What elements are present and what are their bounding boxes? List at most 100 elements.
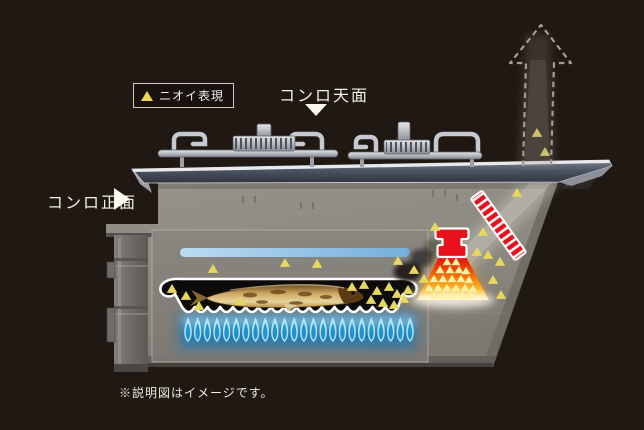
odor-triangle [207, 264, 219, 273]
grill-door-front [106, 224, 158, 372]
catalyst-device [434, 227, 470, 259]
gas-flame-core [311, 323, 316, 340]
gas-flame-core [224, 323, 229, 340]
gas-flame-core [359, 323, 364, 340]
odor-triangle [408, 265, 420, 274]
gas-flame-core [195, 323, 200, 340]
odor-triangle [442, 283, 452, 292]
exhaust-smoke [518, 34, 556, 166]
catalyst-glow [411, 257, 495, 308]
odor-triangle [391, 289, 403, 298]
heater-hatch-bar [470, 190, 527, 261]
door-handle-tab [106, 307, 116, 343]
gas-flame-core [330, 323, 336, 340]
odor-legend: ニオイ表現 [133, 83, 235, 108]
burner-cap [397, 121, 411, 143]
fish-fin [284, 304, 297, 312]
odor-triangle [234, 296, 246, 305]
odor-triangle [402, 285, 414, 294]
exhaust-arrow [508, 23, 573, 167]
odor-triangle [371, 286, 383, 295]
gas-flame-core [272, 323, 278, 340]
odor-triangle [365, 295, 377, 304]
odor-triangle [435, 265, 445, 274]
odor-triangle [398, 294, 410, 303]
odor-triangle [468, 284, 478, 293]
gas-flame-core [407, 323, 413, 340]
odor-triangle [487, 275, 499, 284]
odor-triangle [438, 274, 448, 283]
gas-flame-core [301, 323, 307, 340]
odor-triangle [193, 301, 205, 310]
gas-flame-core [185, 323, 191, 340]
odor-triangle [439, 291, 449, 300]
odor-triangle [383, 282, 395, 291]
disclaimer-note: ※説明図はイメージです。 [119, 386, 274, 400]
odor-triangle [429, 222, 441, 231]
gas-flame-core [262, 323, 268, 340]
odor-triangle [456, 274, 466, 283]
odor-triangle [464, 275, 474, 284]
odor-triangle [445, 265, 455, 274]
odor-triangle [457, 291, 467, 300]
odor-triangle [451, 283, 461, 292]
panel-marks [242, 190, 458, 209]
odor-triangle [424, 283, 434, 292]
odor-triangle [448, 291, 458, 300]
odor-triangle [346, 282, 358, 291]
gas-flame-core [388, 323, 393, 340]
odor-triangle [418, 274, 430, 283]
gas-flame-core [234, 323, 239, 340]
gas-flame-core [398, 323, 403, 340]
odor-triangles [166, 128, 551, 310]
stove-front-label: コンロ正面 [47, 193, 138, 212]
door-handle-tab [106, 261, 116, 279]
odor-triangle [377, 298, 389, 307]
odor-triangle [166, 284, 178, 293]
odor-triangle [471, 247, 483, 256]
upper-burner-bar [180, 248, 410, 257]
stove-top-label: コンロ天面 [279, 86, 370, 105]
gas-flame-core [205, 323, 210, 340]
odor-triangle [482, 250, 494, 259]
gas-flame-core [340, 323, 345, 340]
gas-flame-core [282, 323, 287, 340]
odor-triangle [442, 257, 452, 266]
gas-flame-core [320, 323, 326, 340]
odor-triangle [180, 291, 192, 300]
odor-triangle [358, 280, 370, 289]
burner-flames [180, 314, 416, 348]
burner-grate-right [347, 121, 483, 167]
odor-triangle [311, 259, 323, 268]
odor-triangle [465, 291, 475, 300]
gas-flame-core [291, 323, 297, 340]
odor-triangle [447, 274, 457, 283]
down-arrow-icon [305, 104, 327, 116]
fish-illustration [190, 284, 364, 312]
gas-flame-core [214, 323, 220, 340]
gas-flame-core [243, 323, 249, 340]
odor-triangle [461, 266, 471, 275]
gas-flame-core [253, 323, 258, 340]
right-arrow-icon [114, 188, 130, 210]
odor-triangle [279, 258, 291, 267]
burner-grate-left [157, 123, 339, 167]
odor-triangle [429, 274, 439, 283]
odor-triangle [433, 283, 443, 292]
odor-triangle [454, 265, 464, 274]
gas-flame-core [369, 323, 374, 340]
odor-triangle-icon [141, 90, 153, 101]
top-plate [131, 159, 613, 193]
odor-triangle [388, 300, 400, 309]
odor-triangle [477, 227, 489, 236]
gas-flame-core [378, 323, 384, 340]
odor-triangle [429, 291, 439, 300]
odor-triangle [451, 257, 461, 266]
odor-triangle [494, 257, 506, 266]
odor-triangle [511, 188, 523, 197]
odor-triangle [460, 283, 470, 292]
odor-legend-label: ニオイ表現 [159, 89, 225, 103]
odor-triangle [495, 290, 507, 299]
